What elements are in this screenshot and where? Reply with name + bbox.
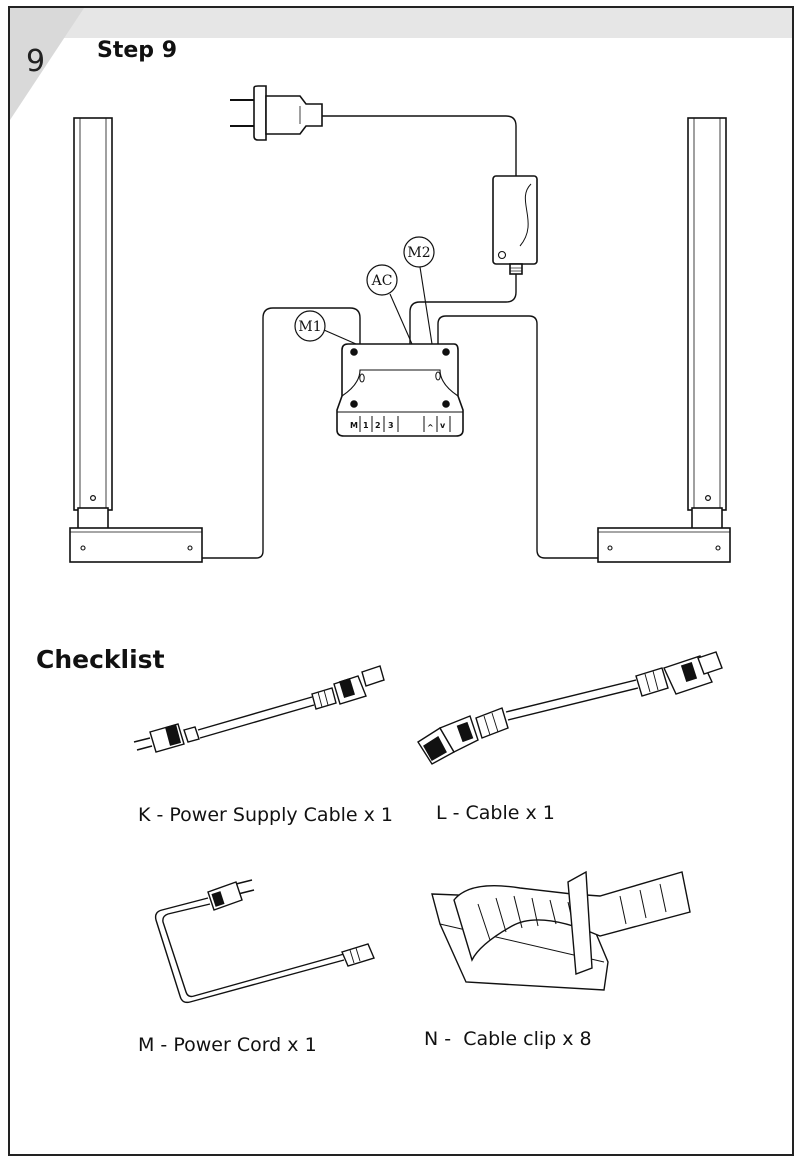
page-frame [8,6,794,1156]
checklist-title: Checklist [36,645,165,674]
cable-mains [322,115,517,176]
callout-ac [366,264,413,345]
cable-image [417,651,723,765]
callout-ac-label: AC [371,273,393,289]
callout-m1-label: M1 [298,319,321,335]
callout-m2 [403,236,435,345]
corner-tab [10,8,84,120]
power-plug [230,85,323,141]
cable-left-motor [202,307,361,559]
step-title: Step 9 [97,38,177,63]
box-button-2: 2 [375,421,381,430]
control-box [336,343,464,437]
cable-right-motor [437,315,598,559]
right-leg [597,117,731,563]
header-band [10,8,792,38]
cable-clip-image [431,870,691,991]
checklist-item-l: L - Cable x 1 [436,802,555,824]
callout-m1 [294,310,357,345]
power-brick [492,175,538,275]
power-supply-cable-image [133,665,385,753]
box-button-down: v [440,421,446,430]
checklist-item-n: N - Cable clip x 8 [424,1028,592,1050]
box-button-up: ^ [427,423,434,432]
checklist-item-m: M - Power Cord x 1 [138,1034,317,1056]
left-leg [69,117,203,563]
checklist-item-k: K - Power Supply Cable x 1 [138,804,394,826]
assembly-diagram: M 1 2 3 ^ v M1 AC M2 [69,85,731,563]
callout-m2-label: M2 [407,245,430,261]
box-button-3: 3 [388,421,394,430]
cable-power-brick [409,270,517,344]
step-number: 9 [26,44,46,79]
power-cord-image [154,879,375,1004]
box-button-m: M [350,421,358,430]
box-button-1: 1 [363,421,369,430]
